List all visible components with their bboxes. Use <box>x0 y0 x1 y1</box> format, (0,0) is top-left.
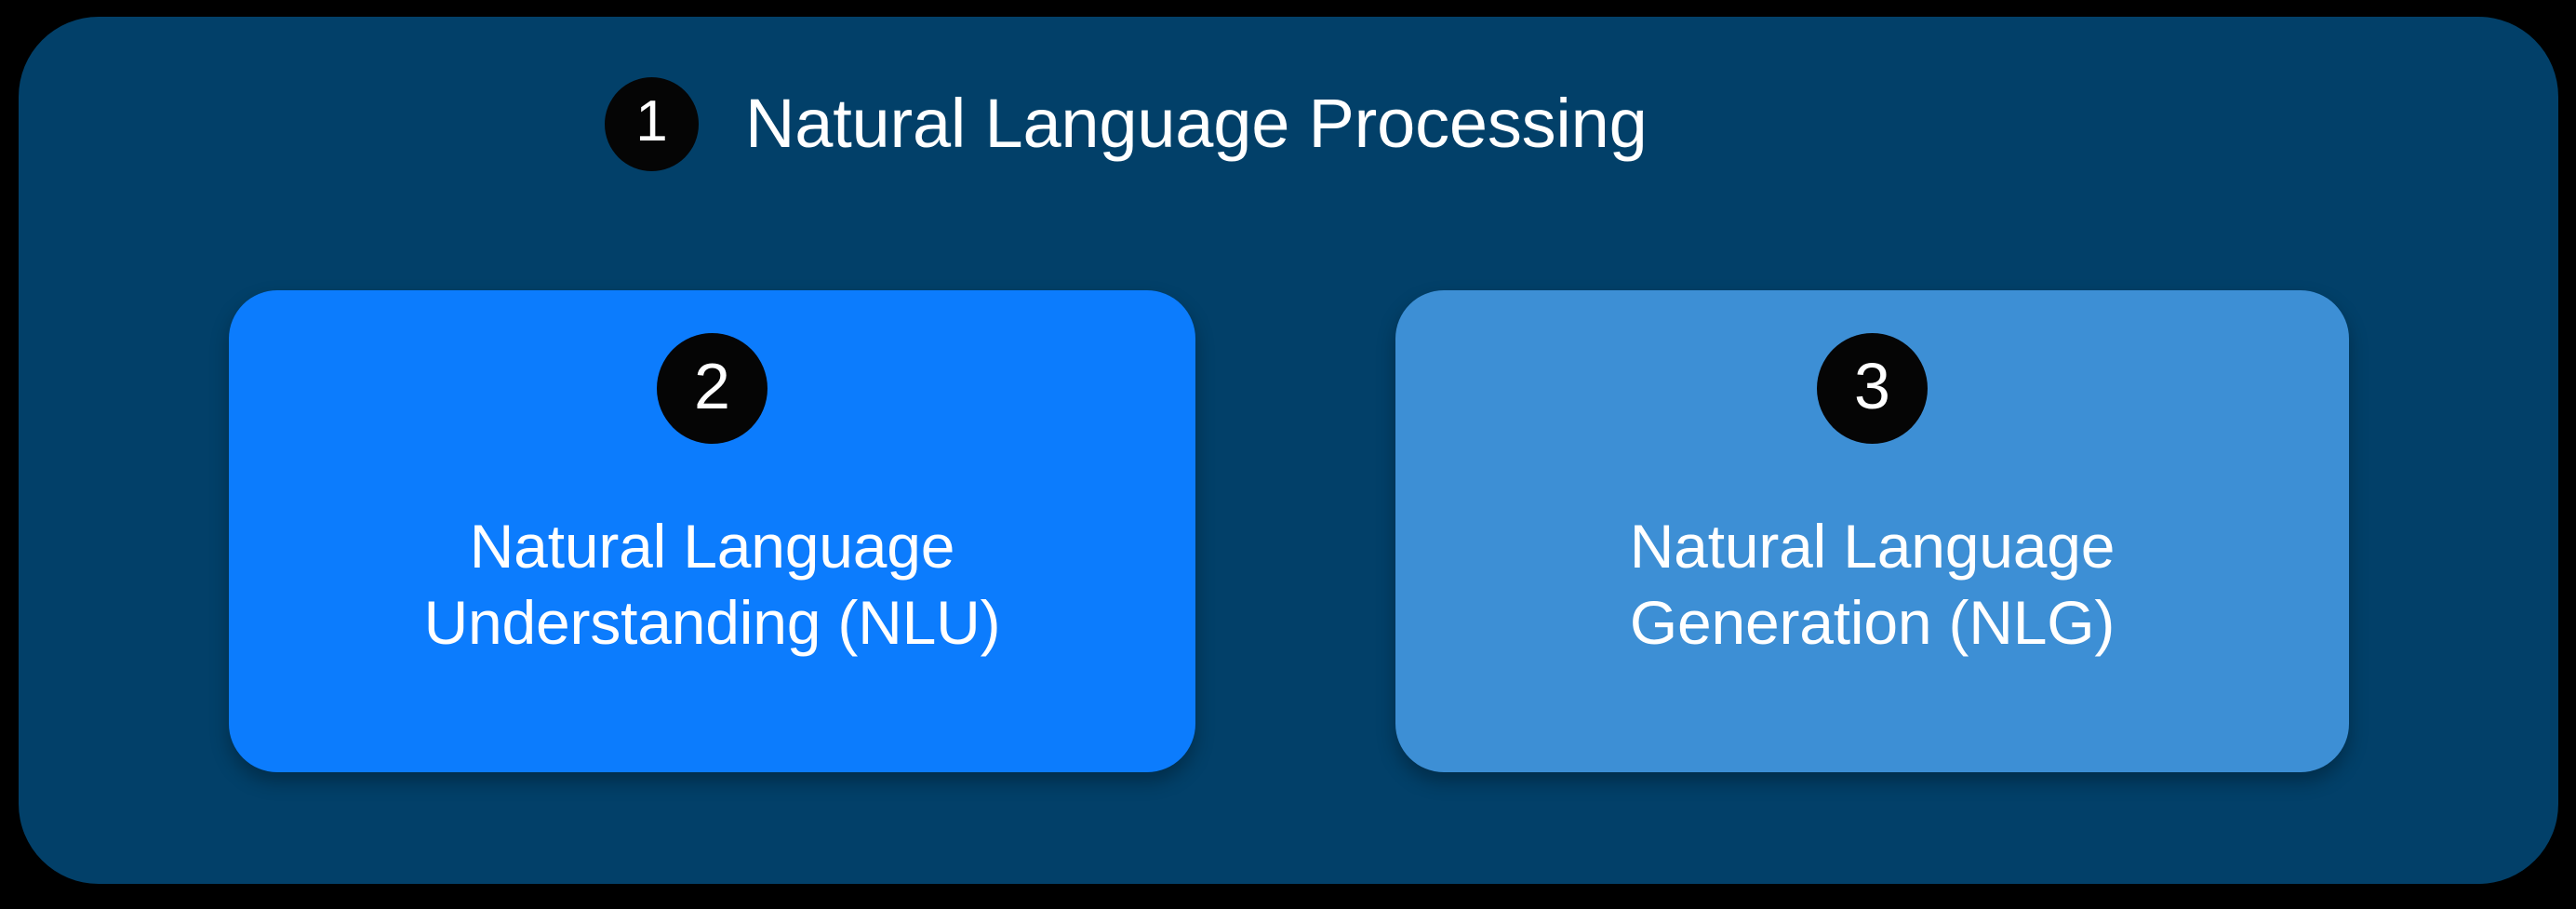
nlp-subcategory-row: 2 Natural Language Understanding (NLU) 3… <box>229 290 2349 772</box>
badge-number-1: 1 <box>605 76 699 171</box>
card-nlu-label: Natural Language Understanding (NLU) <box>423 512 1001 657</box>
badge-number-3: 3 <box>1817 333 1928 444</box>
nlp-title-label: Natural Language Processing <box>745 85 1648 163</box>
badge-number-2: 2 <box>657 333 767 444</box>
nlp-title-row: 1 Natural Language Processing <box>19 63 2558 184</box>
nlp-outer-container: 1 Natural Language Processing 2 Natural … <box>19 17 2558 884</box>
card-nlu[interactable]: 2 Natural Language Understanding (NLU) <box>229 290 1195 772</box>
card-nlg[interactable]: 3 Natural Language Generation (NLG) <box>1395 290 2349 772</box>
card-nlg-label: Natural Language Generation (NLG) <box>1629 512 2116 657</box>
